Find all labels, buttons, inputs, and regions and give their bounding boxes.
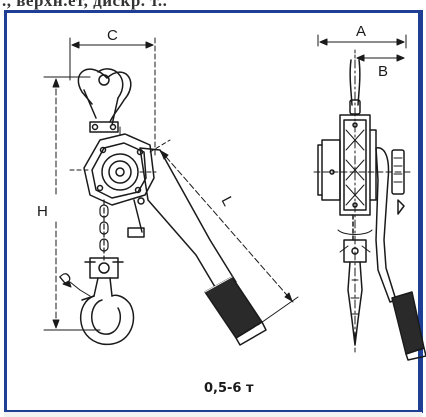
label-c: C: [107, 27, 118, 44]
dimension-a: [317, 34, 407, 49]
dimension-h: [43, 76, 101, 331]
label-a: A: [356, 23, 366, 40]
hoist-body: [69, 126, 157, 206]
lever-grip: [204, 276, 267, 346]
label-l: L: [218, 194, 237, 209]
label-h: H: [37, 203, 48, 220]
cut-header-text: ., верхн.ет, дискр. т..: [2, 0, 168, 10]
bottom-band: [4, 412, 422, 417]
side-chain-hook: [337, 214, 373, 346]
top-cut-strip: ., верхн.ет, дискр. т..: [0, 0, 426, 10]
side-body: [313, 114, 411, 216]
bottom-hook: [62, 257, 135, 346]
capacity-caption: 0,5-6 т: [204, 381, 254, 396]
label-b: B: [378, 63, 388, 80]
side-lever: [375, 147, 426, 361]
load-chain: [99, 199, 109, 261]
side-view: [313, 34, 426, 361]
dimension-c: [69, 37, 156, 156]
lever-arm: [127, 147, 237, 293]
label-d: D: [56, 269, 75, 289]
dimension-b: [354, 49, 405, 62]
dimension-labels: C A B H L D: [37, 23, 388, 289]
front-view: [43, 37, 299, 346]
side-top-hook: [349, 59, 361, 115]
top-hook: [77, 68, 132, 133]
